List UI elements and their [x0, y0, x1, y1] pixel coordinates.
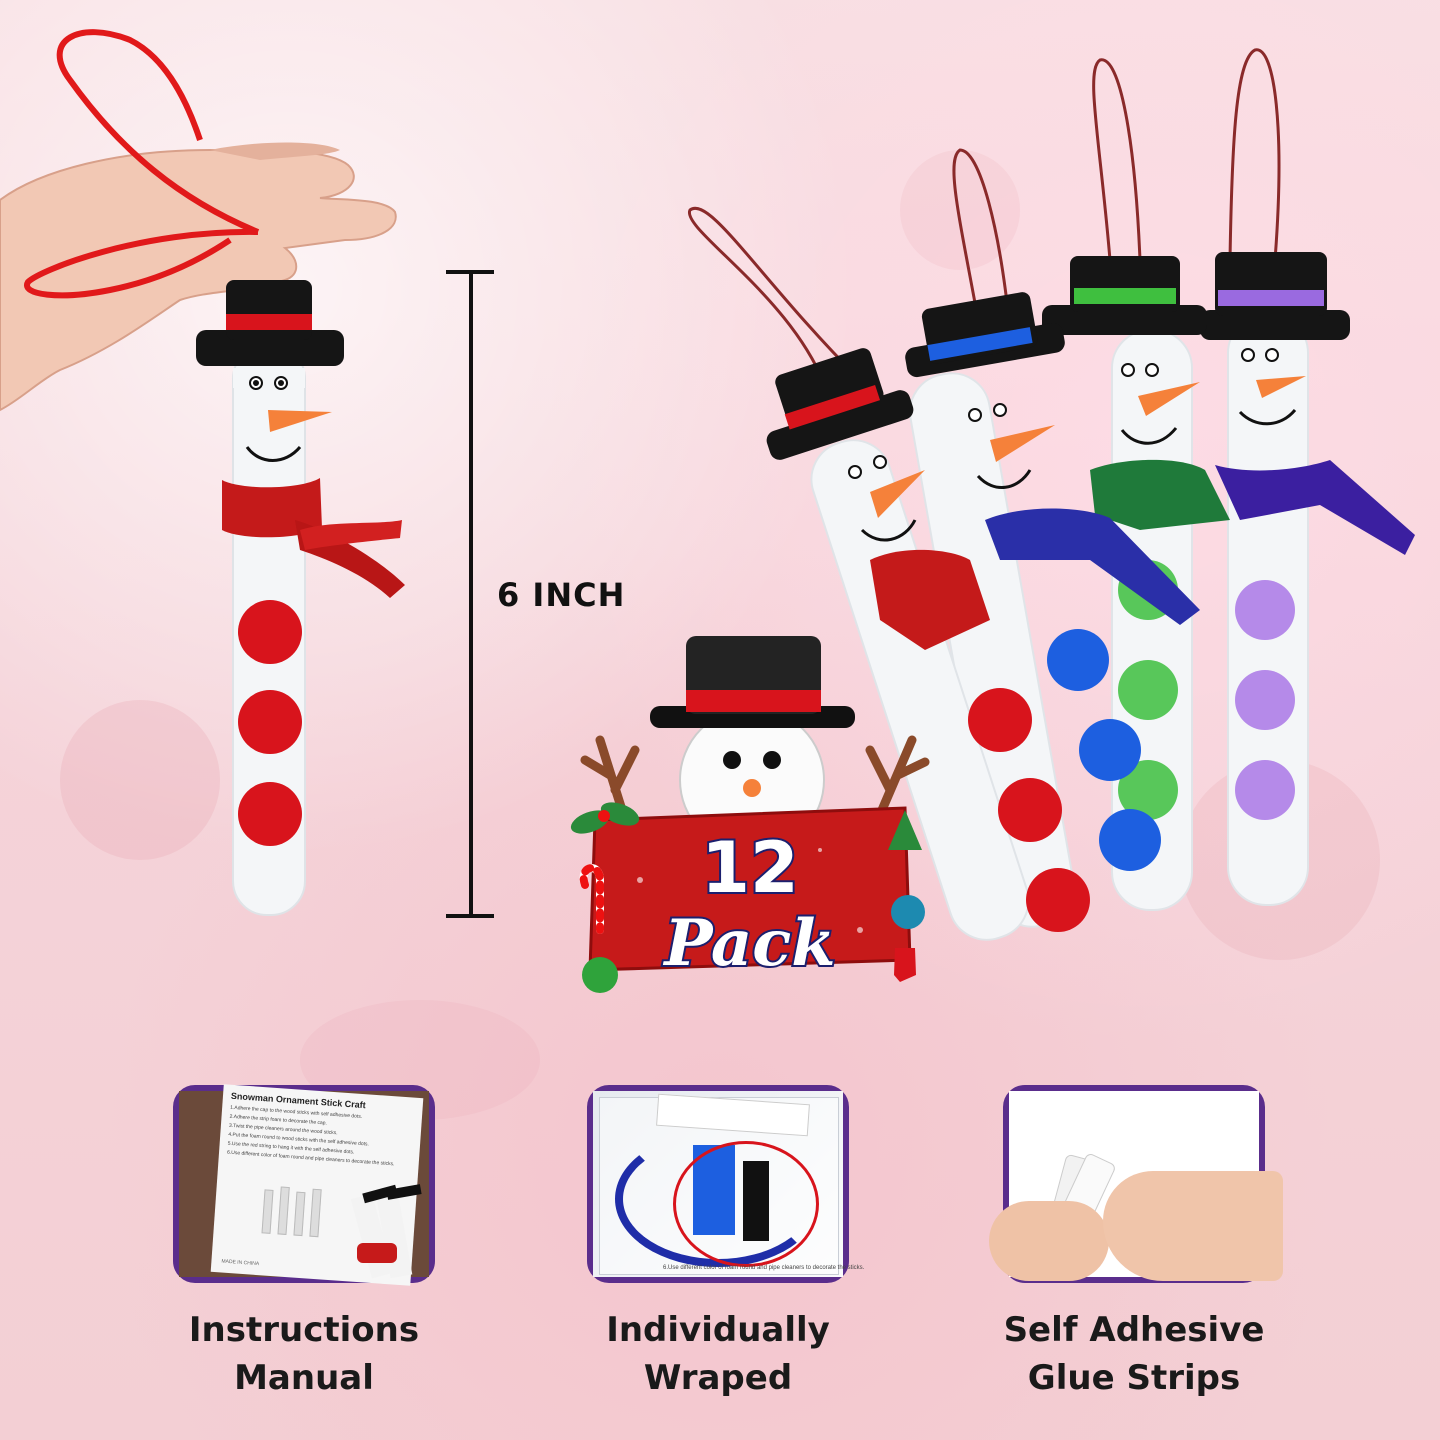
caption-line-2: Glue Strips — [1027, 1358, 1241, 1398]
hero-illustration — [0, 29, 1415, 941]
red-loop-cord — [23, 29, 260, 299]
sample-ornaments — [350, 1184, 423, 1279]
caption-line-1: Self Adhesive — [1003, 1310, 1265, 1350]
feature-instructions-caption: Instructions Manual — [134, 1306, 474, 1402]
wrapped-blue-pipe-cleaner — [615, 1131, 821, 1267]
measurement-line — [469, 272, 473, 918]
feature-wrapped-photo: 6.Use different color of foam round and … — [587, 1085, 865, 1283]
finger — [989, 1201, 1109, 1281]
snowman-purple — [1200, 48, 1415, 906]
caption-line-1: Individually — [606, 1310, 830, 1350]
instruction-sheet-footer: MADE IN CHINA — [221, 1258, 260, 1268]
finger — [1103, 1171, 1283, 1281]
caption-line-2: Wraped — [643, 1358, 793, 1398]
feature-glue-photo — [989, 1085, 1283, 1283]
pack-count-badge: 12 Pack — [570, 636, 930, 993]
wrapped-bag-text: 6.Use different color of foam round and … — [663, 1265, 865, 1271]
snowman-ornament-single — [196, 280, 405, 916]
badge-word: Pack — [662, 906, 835, 981]
measure-cap-bottom — [446, 914, 494, 918]
wrapped-red-cord — [673, 1141, 819, 1267]
feature-instructions-photo: Snowman Ornament Stick Craft 1.Adhere th… — [173, 1084, 435, 1286]
hand-image — [0, 142, 397, 412]
snowman-green — [1042, 58, 1230, 911]
caption-line-2: Manual — [234, 1358, 374, 1398]
instruction-sticks-illustration — [253, 1179, 327, 1239]
caption-line-1: Instructions — [188, 1310, 420, 1350]
badge-number: 12 — [701, 827, 798, 909]
background-ornament — [60, 700, 220, 860]
snowman-ornament-group — [688, 48, 1415, 941]
feature-glue-caption: Self Adhesive Glue Strips — [964, 1306, 1304, 1402]
feature-wrapped-caption: Individually Wraped — [548, 1306, 888, 1402]
measurement-label: 6 INCH — [497, 576, 626, 614]
snowman-red — [688, 206, 1090, 941]
